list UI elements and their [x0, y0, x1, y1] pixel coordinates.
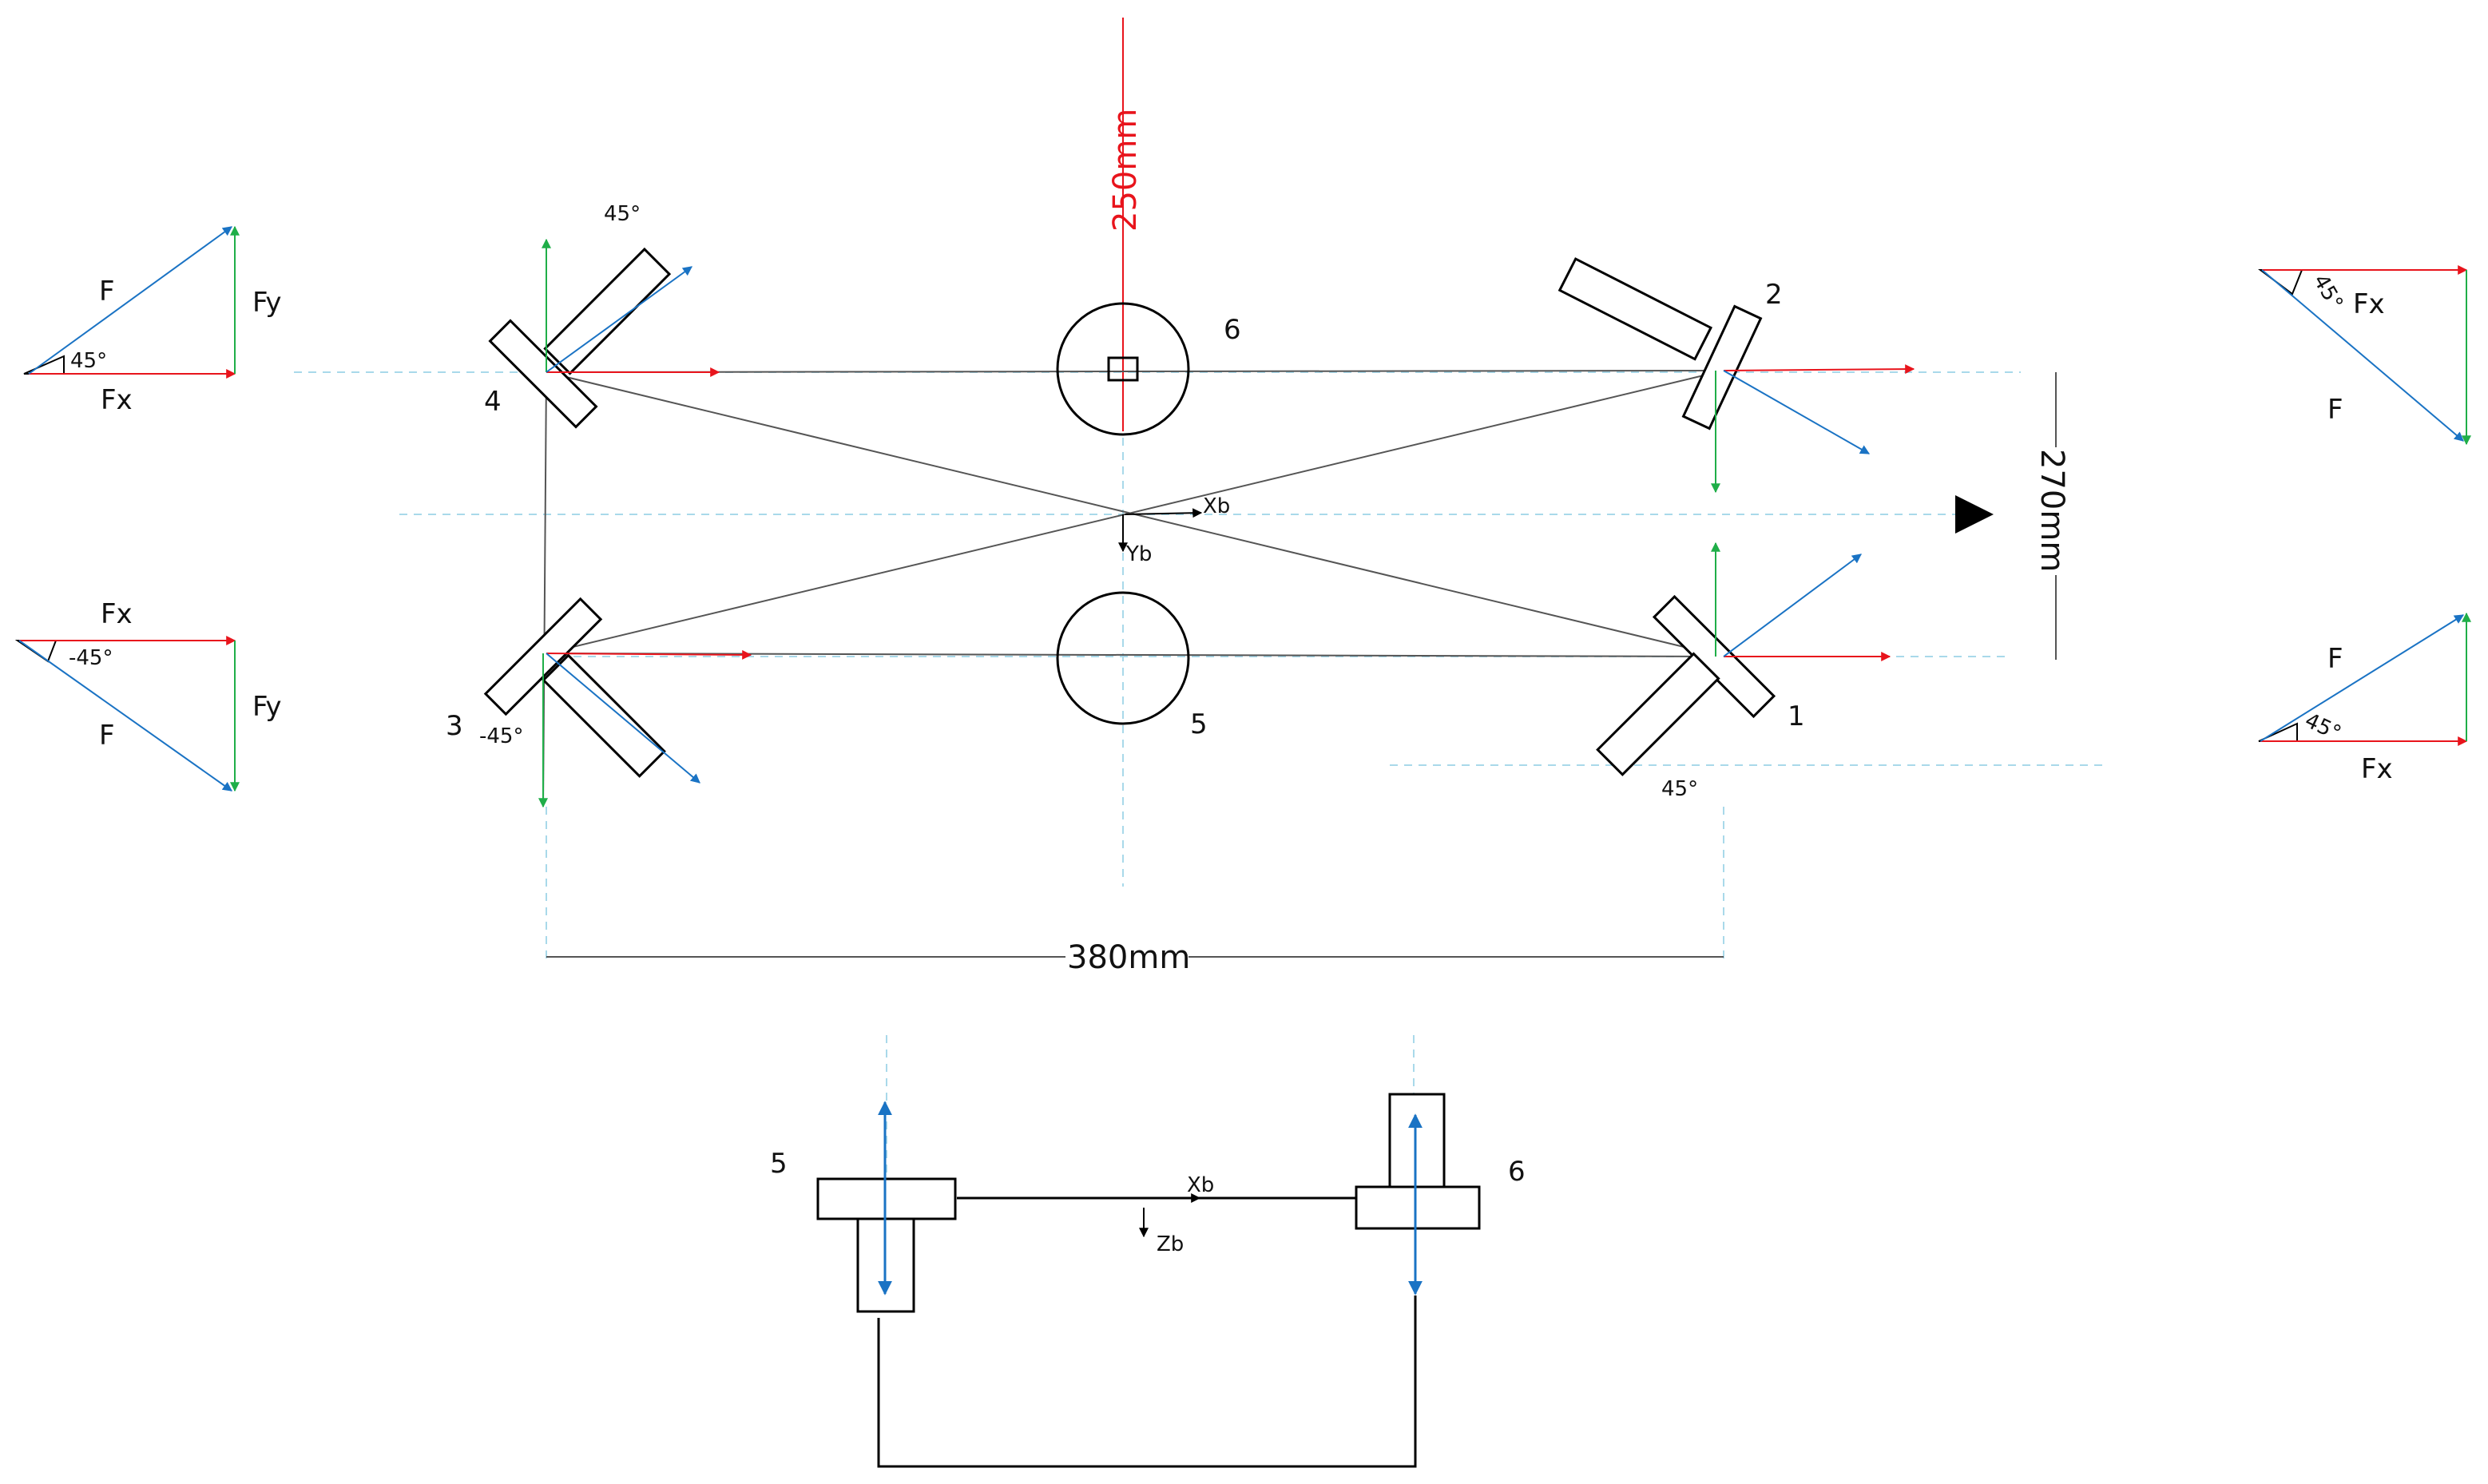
force-triangle-top-left: F Fx Fy 45°: [23, 225, 282, 416]
thruster-2-label: 2: [1765, 279, 1783, 311]
thruster-6-side-body: [1355, 1185, 1481, 1230]
thruster-5-circle: [1056, 591, 1190, 725]
thruster-4-angle: 45°: [604, 202, 641, 226]
xb-side-label: Xb: [1187, 1173, 1214, 1197]
thruster-1-label: 1: [1788, 700, 1805, 732]
force-triangle-bottom-right: F Fx 45°: [2258, 612, 2471, 785]
f-label: F: [2327, 394, 2343, 426]
thruster-3-angle: -45°: [479, 724, 523, 748]
angle-label: -45°: [69, 646, 113, 670]
forward-direction-icon: [1955, 495, 1994, 534]
angle-label: 45°: [2308, 271, 2347, 315]
side-view: 5 6 Xb Zb: [770, 1093, 1526, 1468]
width-dimension: 270mm: [2034, 372, 2070, 660]
thruster-5-side-label: 5: [770, 1148, 788, 1180]
spacing-dimension: 380mm: [546, 939, 1724, 976]
angle-label: 45°: [70, 349, 107, 373]
force-triangle-top-right: F Fx 45°: [2258, 265, 2471, 446]
fx-label: Fx: [101, 384, 133, 416]
fx-label: Fx: [101, 598, 133, 630]
xb-axis-label: Xb: [1203, 494, 1230, 518]
thruster-5-side-body: [816, 1177, 957, 1220]
thruster-4: 4 45°: [484, 202, 720, 429]
thruster-3: 3 -45°: [446, 597, 752, 808]
force-triangle-bottom-left: F Fx Fy -45°: [14, 598, 282, 792]
thruster-6-side-label: 6: [1508, 1156, 1526, 1188]
fy-label: Fy: [252, 287, 282, 319]
fx-label: Fx: [2353, 288, 2385, 320]
body-axes: Xb Yb: [1118, 494, 1230, 566]
frame-lines: [542, 370, 1724, 807]
zb-side-label: Zb: [1157, 1232, 1184, 1256]
spacing-dimension-label: 380mm: [1067, 939, 1190, 976]
thruster-3-label: 3: [446, 710, 463, 742]
thruster-4-label: 4: [484, 386, 502, 418]
angle-label: 45°: [2301, 708, 2344, 746]
thruster-5-label: 5: [1190, 708, 1208, 740]
fx-label: Fx: [2361, 753, 2393, 785]
thruster-6-center-marker: [1107, 356, 1139, 382]
yb-axis-label: Yb: [1125, 542, 1152, 566]
width-dimension-label: 270mm: [2034, 449, 2070, 572]
f-label: F: [2327, 643, 2343, 675]
fy-label: Fy: [252, 691, 282, 723]
thruster-6-label: 6: [1224, 314, 1241, 346]
thruster-6-circle: [1056, 302, 1190, 436]
thruster-1-angle: 45°: [1661, 777, 1698, 801]
thruster-1: 1 45°: [1596, 542, 1891, 801]
length-dimension-label: 250mm: [1107, 109, 1144, 232]
thruster-6-side-nozzle: [1388, 1093, 1446, 1188]
f-label: F: [99, 720, 115, 752]
thruster-2: 2: [1557, 257, 1915, 494]
f-label: F: [99, 276, 115, 308]
